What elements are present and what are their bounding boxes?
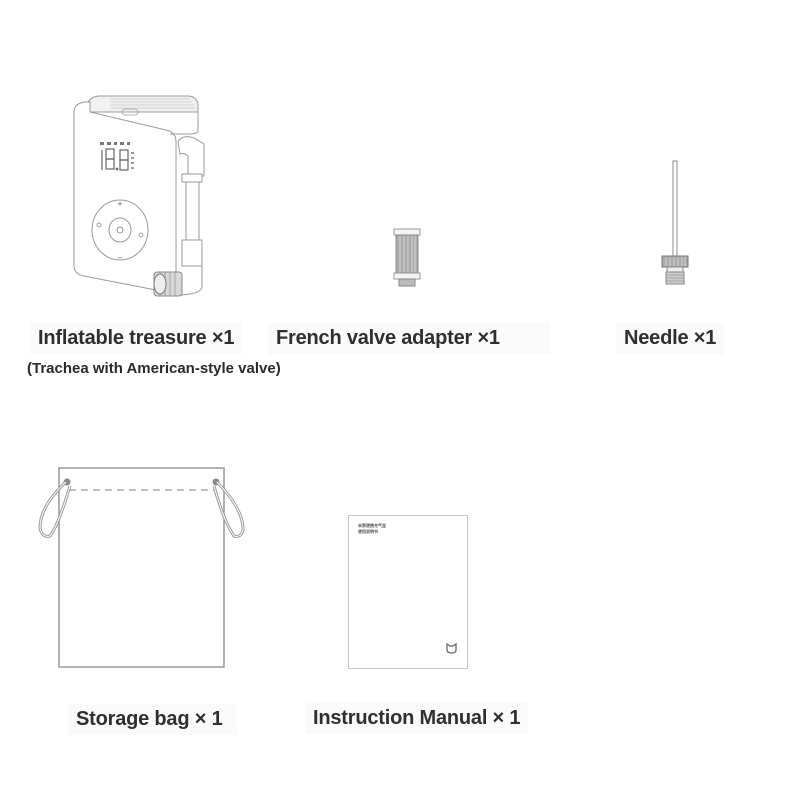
item-label-instruction-manual: Instruction Manual × 1	[305, 703, 529, 734]
svg-text:+: +	[117, 199, 122, 209]
air-pump-icon: + –	[73, 95, 205, 297]
needle-icon	[661, 160, 689, 285]
item-label-storage-bag: Storage bag × 1	[68, 704, 237, 735]
drawstring-bag-icon	[38, 467, 245, 668]
manual-cover-title: 米家便携充气宝	[358, 523, 386, 528]
svg-text:–: –	[117, 252, 122, 262]
mijia-logo-icon	[446, 642, 457, 654]
valve-adapter-icon	[393, 228, 421, 287]
item-label-french-valve-adapter: French valve adapter ×1	[268, 323, 550, 354]
item-label-needle: Needle ×1	[616, 323, 725, 354]
manual-cover: 米家便携充气宝 使用说明书	[348, 515, 468, 669]
manual-cover-subtitle: 使用说明书	[358, 529, 378, 534]
item-sublabel-inflatable-treasure: (Trachea with American-style valve)	[27, 360, 281, 377]
item-label-inflatable-treasure: Inflatable treasure ×1	[30, 323, 243, 354]
